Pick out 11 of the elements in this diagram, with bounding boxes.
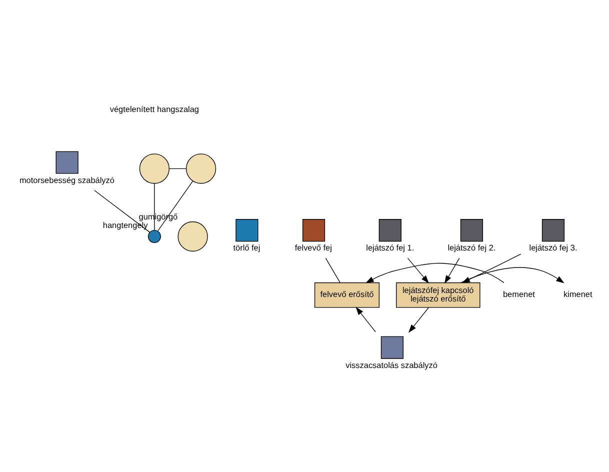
node-circle [186, 153, 216, 184]
arrow [408, 306, 429, 332]
arrow [444, 257, 460, 284]
connector [325, 257, 340, 283]
node-circle [148, 230, 161, 242]
node-circle [139, 153, 170, 184]
connector [94, 190, 150, 232]
connector [154, 182, 155, 230]
arrow [407, 257, 429, 284]
node-circle [178, 220, 208, 252]
arrow [356, 306, 376, 332]
